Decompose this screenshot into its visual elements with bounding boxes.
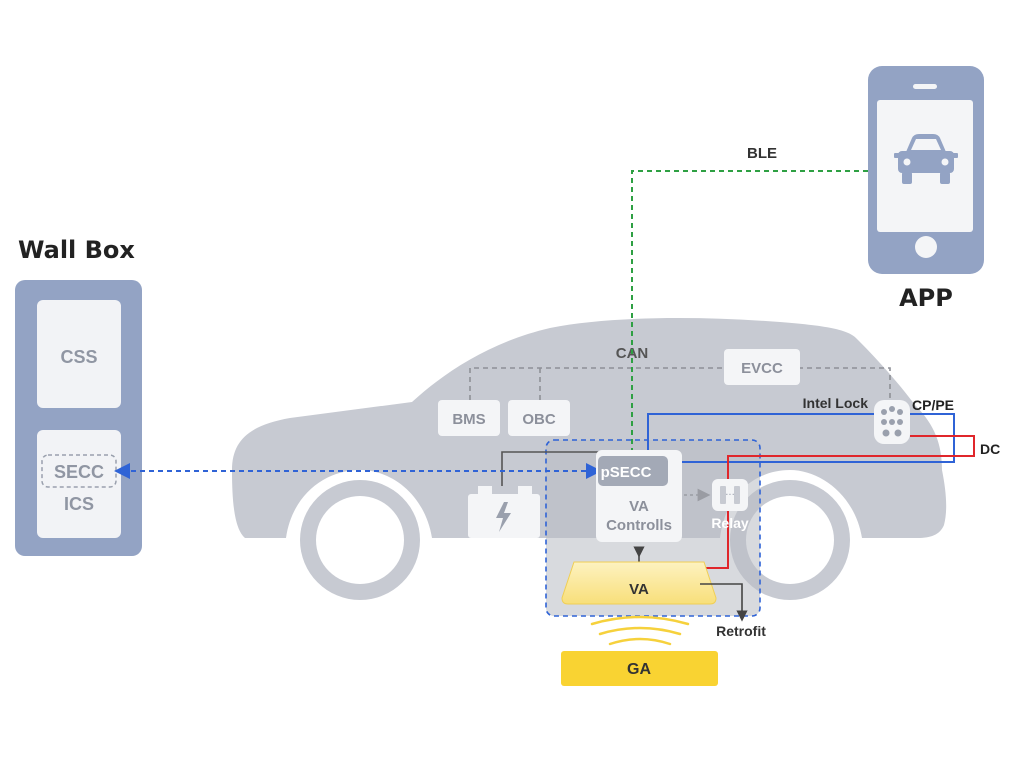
wallbox-title: Wall Box: [18, 236, 135, 264]
dc-label: DC: [980, 441, 1000, 457]
dc-power-line: [705, 435, 975, 569]
ble-link-line: [631, 170, 868, 456]
charging-connector-icon: [874, 400, 910, 444]
evcc-box: [724, 349, 800, 385]
css-label: CSS: [60, 347, 97, 367]
battery-icon: [468, 486, 540, 538]
wireless-power-waves-icon: [590, 615, 690, 646]
car-icon: [894, 134, 958, 184]
relay-label: Relay: [711, 515, 749, 531]
retrofit-label: Retrofit: [716, 623, 766, 639]
bms-label: BMS: [452, 411, 485, 428]
cp-pe-line-return: [676, 413, 955, 463]
evcc-label: EVCC: [741, 360, 783, 377]
psecc-label: pSECC: [601, 464, 652, 481]
obc-label: OBC: [522, 411, 556, 428]
ble-label: BLE: [747, 145, 777, 162]
ics-box: [37, 430, 121, 538]
relay-icon: ···: [712, 479, 748, 511]
front-wheel-rim: [316, 496, 404, 584]
retrofit-arrow: [700, 583, 748, 622]
ga-label: GA: [627, 661, 651, 678]
cp-pe-label: CP/PE: [912, 397, 954, 413]
app-label: APP: [899, 284, 953, 312]
ics-label: ICS: [64, 494, 94, 514]
va-label: VA: [629, 581, 649, 598]
obc-box: [508, 400, 570, 436]
va-controls-line2: Controlls: [606, 517, 672, 534]
psecc-box: [598, 456, 668, 486]
retrofit-region: [545, 439, 761, 617]
rear-wheel-rim: [746, 496, 834, 584]
cp-pe-line-top: [647, 413, 874, 456]
svg-text:···: ···: [725, 490, 735, 501]
va-plate: [561, 561, 717, 605]
secc-label: SECC: [54, 462, 104, 482]
ga-pad: [561, 651, 718, 686]
css-box: [37, 300, 121, 408]
intel-lock-label: Intel Lock: [803, 395, 869, 411]
secc-box: [41, 454, 117, 488]
va-controls-line1: VA: [629, 498, 649, 515]
bms-box: [438, 400, 500, 436]
